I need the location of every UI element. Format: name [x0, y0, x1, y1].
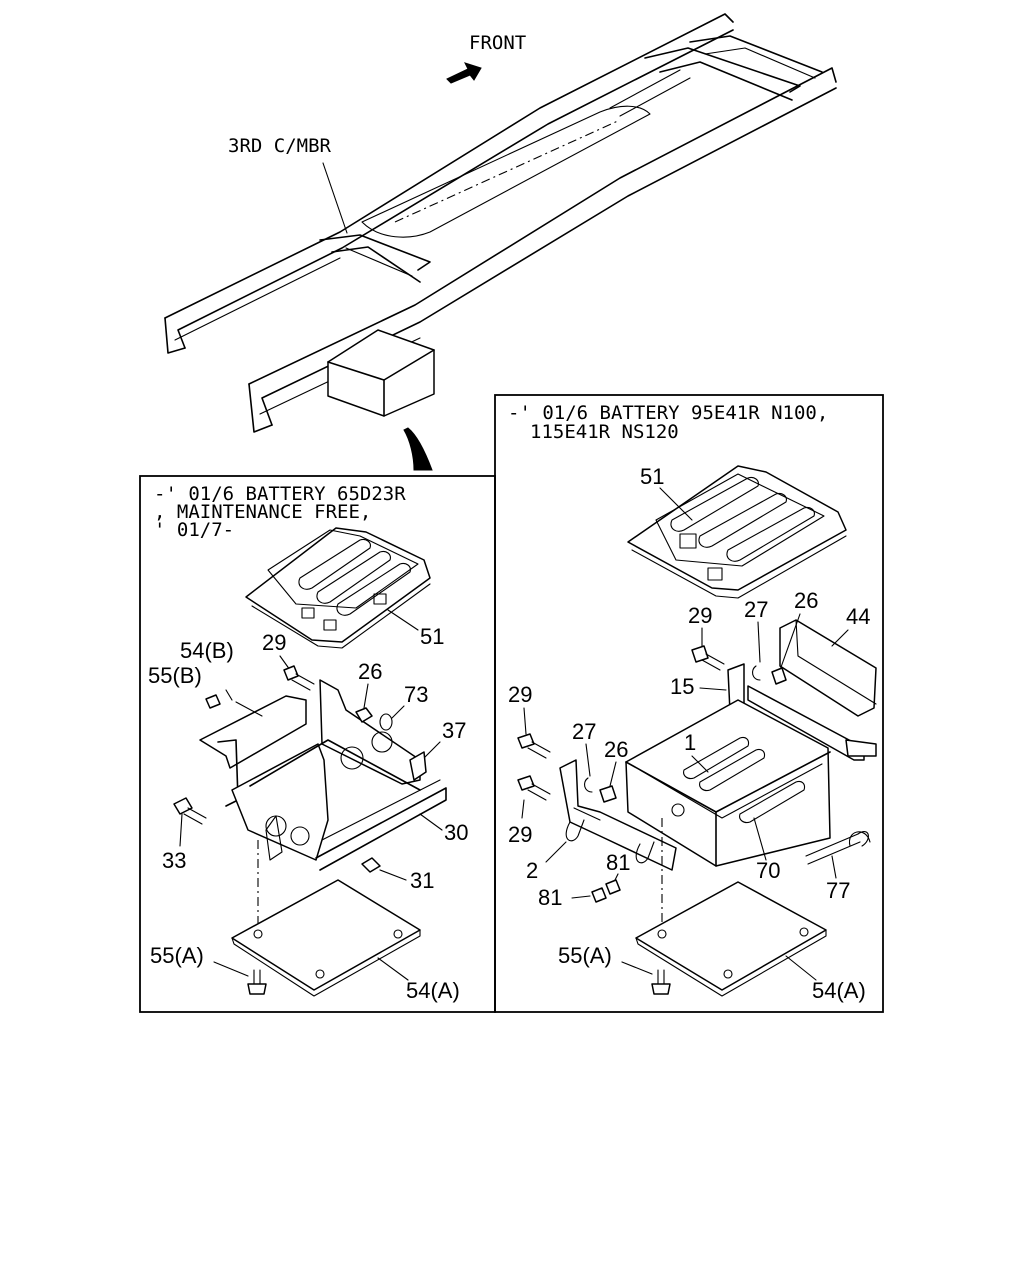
insulator-pad-44	[779, 619, 877, 717]
bolt-29b-icon	[517, 733, 551, 759]
crossmember-label: 3RD C/MBR	[228, 135, 332, 157]
callout-33-left: 33	[162, 848, 186, 873]
battery-holder-top-right	[627, 465, 847, 599]
detail-pointer-icon	[403, 427, 433, 471]
callout-81a-right: 81	[606, 850, 630, 875]
left-note-line3: ' 01/7-	[154, 519, 234, 541]
callout-51-left: 51	[420, 624, 444, 649]
right-detail-panel	[494, 394, 884, 1013]
nut-81b-icon	[591, 887, 607, 903]
bottom-plate-left	[231, 879, 421, 997]
washer-27a-icon	[751, 665, 761, 681]
bolt-33-icon	[173, 797, 207, 825]
callout-73-left: 73	[404, 682, 428, 707]
callout-81b-right: 81	[538, 885, 562, 910]
battery-holder-top-left	[245, 527, 431, 649]
callout-27b-right: 27	[572, 719, 596, 744]
left-note-line1: -' 01/6 BATTERY 65D23R	[154, 483, 406, 505]
nut-26a-icon	[771, 667, 787, 685]
bolt-55b-icon	[205, 694, 221, 709]
callout-54b-left: 54(B)	[180, 638, 234, 663]
callout-29b-right: 29	[508, 682, 532, 707]
callout-29c-right: 29	[508, 822, 532, 847]
front-arrow-icon	[446, 62, 482, 84]
callout-27a-right: 27	[744, 597, 768, 622]
battery-location-box	[327, 329, 435, 417]
callout-29a-right: 29	[688, 603, 712, 628]
nut-26b-icon	[599, 785, 617, 803]
hook-bolt-77-icon	[805, 831, 871, 865]
clip-2-icon	[565, 819, 585, 842]
callout-55b-left: 55(B)	[148, 663, 202, 688]
callout-31-left: 31	[410, 868, 434, 893]
callout-70-right: 70	[756, 858, 780, 883]
grommet-73-icon	[379, 713, 393, 731]
right-note-line1: -' 01/6 BATTERY 95E41R N100,	[508, 402, 828, 424]
bolt-55a-right-icon	[651, 969, 671, 995]
callout-1-right: 1	[684, 730, 696, 755]
nut-81a-icon	[605, 879, 621, 895]
nut-31-icon	[361, 857, 381, 873]
clip-2b-icon	[635, 841, 655, 864]
bolt-29c-icon	[517, 775, 551, 801]
callout-37-left: 37	[442, 718, 466, 743]
right-note-line2: 115E41R NS120	[530, 421, 679, 443]
bolt-29-left-icon	[283, 665, 315, 691]
chassis-frame	[164, 13, 837, 433]
callout-54a-left: 54(A)	[406, 978, 460, 1003]
left-note-line2: , MAINTENANCE FREE,	[154, 501, 371, 523]
callout-55a-left: 55(A)	[150, 943, 204, 968]
callout-55a-right: 55(A)	[558, 943, 612, 968]
battery-tray-left	[199, 679, 447, 871]
callout-15-right: 15	[670, 674, 694, 699]
washer-27b-icon	[583, 777, 593, 793]
bottom-plate-right	[635, 881, 827, 997]
callout-44-right: 44	[846, 604, 870, 629]
battery-tray-right	[559, 663, 877, 871]
bracket-37-icon	[409, 751, 427, 781]
crossmember-leader	[322, 162, 348, 234]
callout-51-right: 51	[640, 464, 664, 489]
nut-26-left-icon	[355, 707, 373, 723]
callout-2-right: 2	[526, 858, 538, 883]
callout-26b-right: 26	[604, 737, 628, 762]
callout-26a-right: 26	[794, 588, 818, 613]
bolt-55a-left-icon	[247, 969, 267, 995]
callout-26-left: 26	[358, 659, 382, 684]
bolt-29a-icon	[691, 645, 725, 671]
callout-54a-right: 54(A)	[812, 978, 866, 1003]
callout-30-left: 30	[444, 820, 468, 845]
callout-77-right: 77	[826, 878, 850, 903]
front-label: FRONT	[469, 32, 526, 54]
callout-29-left: 29	[262, 630, 286, 655]
